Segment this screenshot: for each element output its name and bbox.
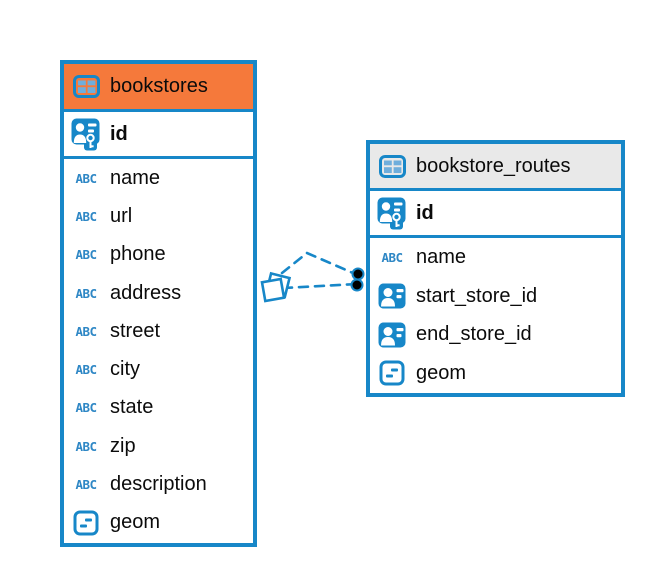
column-row-geom[interactable]: geom	[64, 503, 253, 542]
abc-text-icon: ABC	[75, 400, 97, 416]
column-label: state	[110, 396, 154, 419]
column-label: description	[110, 473, 207, 496]
entity-table-bookstores[interactable]: bookstores id ABC name	[60, 60, 257, 547]
column-row-street[interactable]: ABC street	[64, 312, 253, 351]
column-label: city	[110, 358, 140, 381]
abc-text-icon: ABC	[75, 285, 97, 301]
column-row-pk-id[interactable]: id	[64, 112, 253, 159]
table-title: bookstores	[110, 75, 208, 97]
column-label: url	[110, 204, 133, 227]
table-grid-icon	[71, 75, 101, 98]
abc-text-icon: ABC	[75, 323, 97, 339]
column-row-phone[interactable]: ABC phone	[64, 235, 253, 274]
relationship-line-start-store[interactable]	[280, 251, 355, 275]
column-label: phone	[110, 243, 166, 266]
column-row-address[interactable]: ABC address	[64, 273, 253, 313]
abc-text-icon: ABC	[75, 477, 97, 493]
abc-text-icon: ABC	[75, 438, 97, 454]
column-row-description[interactable]: ABC description	[64, 465, 253, 504]
table-grid-icon	[377, 154, 407, 178]
relationship-target-dot-icon[interactable]	[350, 267, 365, 292]
column-label: zip	[110, 434, 136, 457]
column-label: address	[110, 281, 182, 304]
entity-table-bookstore-routes[interactable]: bookstore_routes id ABC name	[366, 140, 625, 397]
column-row-geom[interactable]: geom	[370, 354, 621, 393]
column-label: name	[110, 166, 161, 189]
geometry-icon	[377, 360, 407, 386]
column-label: start_store_id	[416, 284, 538, 307]
column-row-city[interactable]: ABC city	[64, 350, 253, 389]
table-header-bookstore-routes[interactable]: bookstore_routes	[370, 144, 621, 191]
table-header-bookstores[interactable]: bookstores	[64, 64, 253, 112]
abc-text-icon: ABC	[75, 362, 97, 378]
column-label: end_store_id	[416, 323, 532, 346]
primary-key-user-icon	[71, 118, 101, 151]
column-label: name	[416, 245, 467, 268]
column-row-end-store-id[interactable]: end_store_id	[370, 315, 621, 355]
relationship-lines[interactable]	[280, 251, 360, 290]
column-row-pk-id[interactable]: id	[370, 191, 621, 238]
geometry-icon	[71, 510, 101, 536]
abc-text-icon: ABC	[75, 170, 97, 186]
relationship-line-end-store[interactable]	[281, 282, 360, 290]
relationship-connector[interactable]	[250, 240, 380, 310]
column-label: geom	[110, 511, 161, 534]
relationship-source-handle-icon[interactable]	[260, 271, 292, 303]
column-row-state[interactable]: ABC state	[64, 388, 253, 428]
table-title: bookstore_routes	[416, 154, 571, 177]
column-row-url[interactable]: ABC url	[64, 197, 253, 236]
abc-text-icon: ABC	[75, 208, 97, 224]
reference-user-icon	[377, 322, 407, 348]
column-row-name[interactable]: ABC name	[64, 159, 253, 198]
column-label: street	[110, 319, 161, 342]
column-label: geom	[416, 361, 467, 384]
abc-text-icon: ABC	[75, 247, 97, 263]
column-label: id	[110, 122, 128, 145]
column-row-start-store-id[interactable]: start_store_id	[370, 276, 621, 316]
column-label: id	[416, 201, 434, 224]
column-row-name[interactable]: ABC name	[370, 238, 621, 277]
column-row-zip[interactable]: ABC zip	[64, 427, 253, 466]
primary-key-user-icon	[377, 197, 407, 230]
abc-text-icon: ABC	[381, 249, 403, 265]
reference-user-icon	[377, 283, 407, 309]
